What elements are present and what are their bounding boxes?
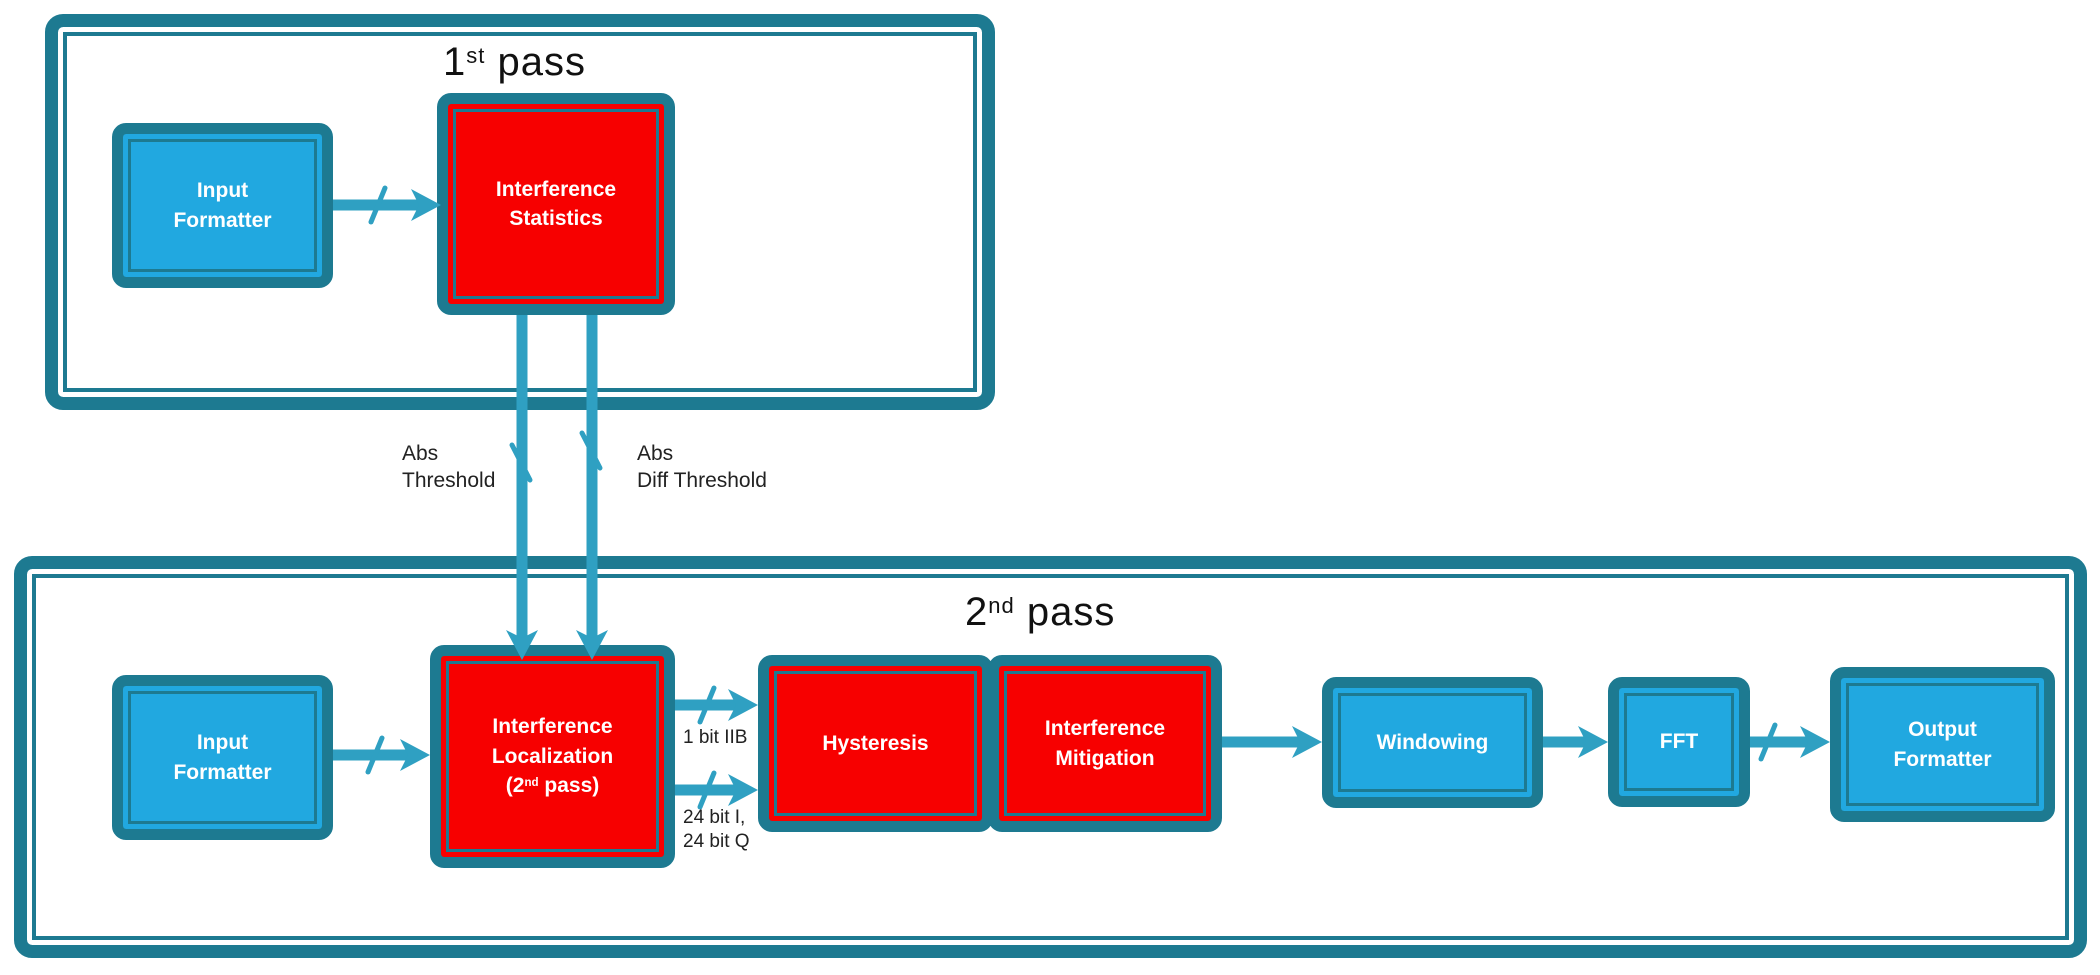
block-output-formatter: Output Formatter	[1830, 667, 2055, 822]
block-label: Statistics	[509, 207, 603, 230]
block-interference-statistics: Interference Statistics	[437, 93, 675, 315]
label-abs-diff-threshold: Abs Diff Threshold	[637, 440, 767, 495]
block-label: Mitigation	[1055, 746, 1155, 770]
block-label: Interference	[492, 715, 613, 739]
pass1-title-word: pass	[485, 40, 586, 84]
label-line: Diff Threshold	[637, 469, 767, 493]
block-interference-localization: Interference Localization (2nd pass)	[430, 645, 675, 868]
label-1-bit-iib: 1 bit IIB	[683, 726, 747, 750]
pass2-title-num: 2	[965, 590, 989, 634]
block-label: Interference	[1044, 717, 1166, 741]
block-label: Formatter	[173, 760, 272, 784]
label-line: Threshold	[402, 469, 496, 493]
block-label: (2nd pass)	[506, 771, 600, 800]
block-windowing: Windowing	[1322, 677, 1543, 808]
block-label: Formatter	[1893, 747, 1992, 771]
block-input-formatter-pass1: Input Formatter	[112, 123, 333, 288]
label-line: 24 bit Q	[683, 830, 750, 852]
label-line: Abs	[637, 442, 674, 465]
pass2-title: 2nd pass	[965, 590, 1115, 635]
block-hysteresis: Hysteresis	[758, 655, 993, 832]
block-input-formatter-pass2: Input Formatter	[112, 675, 333, 840]
pass2-title-sup: nd	[988, 592, 1015, 618]
pass1-title: 1st pass	[443, 40, 586, 85]
block-label: Windowing	[1376, 730, 1489, 754]
block-label: Input	[196, 179, 249, 203]
block-label: FFT	[1659, 730, 1699, 754]
block-label: Hysteresis	[822, 731, 929, 755]
block-interference-mitigation: Interference Mitigation	[988, 655, 1222, 832]
label-line: 1 bit IIB	[683, 727, 748, 748]
block-label-sup: nd	[524, 776, 539, 789]
label-line: 24 bit I,	[683, 807, 746, 828]
block-fft: FFT	[1608, 677, 1750, 807]
pass1-title-num: 1	[443, 40, 467, 84]
block-label-part: pass)	[538, 774, 600, 798]
label-abs-threshold: Abs Threshold	[402, 440, 495, 495]
block-label: Formatter	[173, 208, 272, 232]
block-label: Interference	[495, 177, 617, 201]
pass1-title-sup: st	[466, 42, 486, 68]
block-label-part: (2	[505, 774, 525, 798]
label-line: Abs	[402, 442, 439, 465]
block-label: Output	[1908, 718, 1977, 742]
block-label: Input	[196, 731, 249, 755]
block-label: Localization	[491, 744, 614, 768]
label-24-bit-iq: 24 bit I, 24 bit Q	[683, 806, 750, 854]
pass2-title-word: pass	[1014, 590, 1116, 634]
